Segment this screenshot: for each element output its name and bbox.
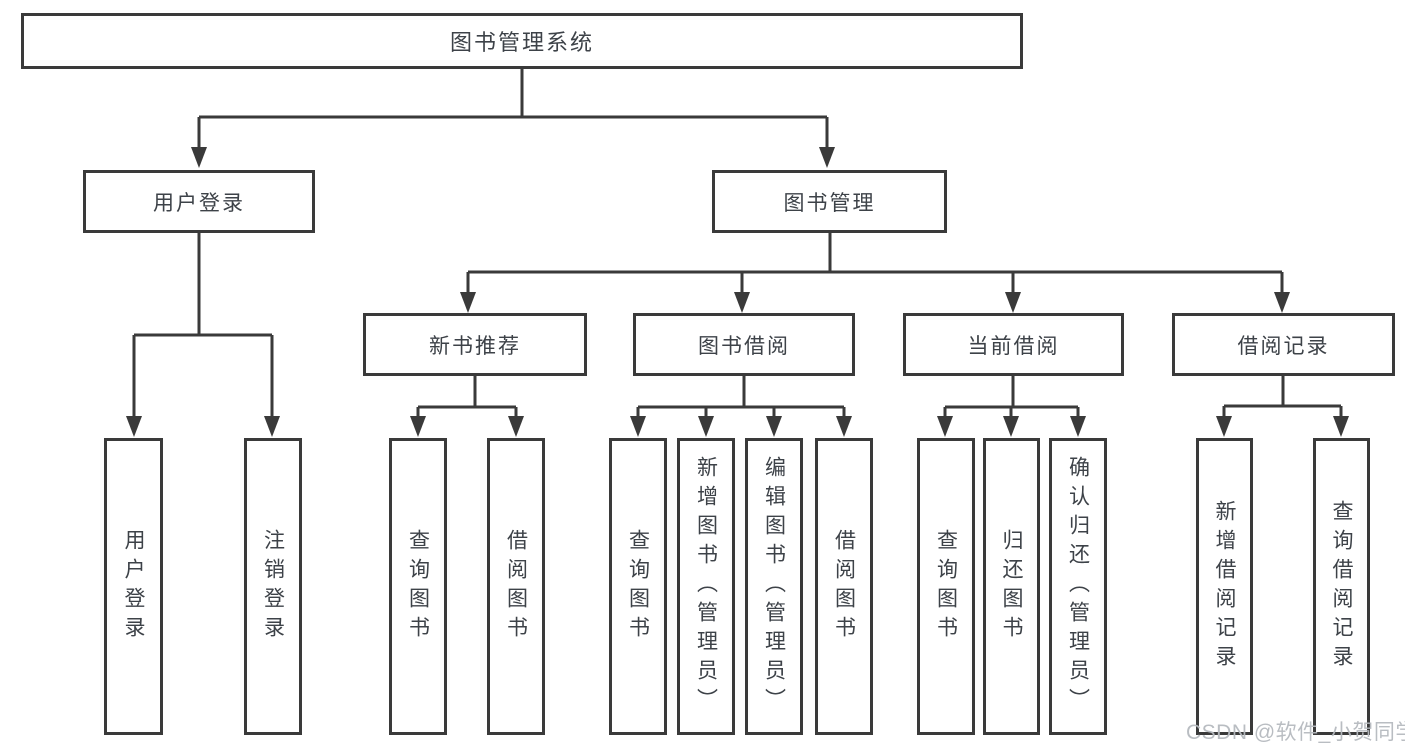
leaf-bb-add-books-admin-label: 新增图书（管理员） <box>694 456 718 717</box>
node-new-book-recommend: 新书推荐 <box>363 313 587 376</box>
leaf-bb-borrow-books-label: 借阅图书 <box>832 528 856 645</box>
node-current-borrow: 当前借阅 <box>903 313 1124 376</box>
node-root: 图书管理系统 <box>21 13 1023 69</box>
leaf-bb-query-books: 查询图书 <box>609 438 667 735</box>
leaf-br-add-record: 新增借阅记录 <box>1196 438 1253 735</box>
leaf-bb-edit-books-admin: 编辑图书（管理员） <box>745 438 803 735</box>
leaf-nbr-query-books: 查询图书 <box>389 438 447 735</box>
node-book-management: 图书管理 <box>712 170 947 233</box>
leaf-user-login-label: 用户登录 <box>122 528 145 645</box>
leaf-logout-label: 注销登录 <box>261 528 285 645</box>
node-book-borrow: 图书借阅 <box>633 313 855 376</box>
leaf-logout: 注销登录 <box>244 438 302 735</box>
node-borrow-records: 借阅记录 <box>1172 313 1395 376</box>
node-user-login: 用户登录 <box>83 170 315 233</box>
leaf-cb-query-books: 查询图书 <box>917 438 975 735</box>
leaf-nbr-query-books-label: 查询图书 <box>406 528 430 645</box>
leaf-cb-query-books-label: 查询图书 <box>934 528 958 645</box>
leaf-nbr-borrow-books-label: 借阅图书 <box>504 528 528 645</box>
leaf-cb-return-books-label: 归还图书 <box>1000 528 1023 645</box>
watermark-text: CSDN @软件_小贺同学 <box>1186 721 1405 744</box>
leaf-br-add-record-label: 新增借阅记录 <box>1213 499 1236 674</box>
leaf-cb-confirm-return-admin: 确认归还（管理员） <box>1049 438 1107 735</box>
leaf-bb-query-books-label: 查询图书 <box>626 528 650 645</box>
leaf-cb-confirm-return-admin-label: 确认归还（管理员） <box>1066 456 1090 717</box>
leaf-br-query-record: 查询借阅记录 <box>1313 438 1370 735</box>
leaf-cb-return-books: 归还图书 <box>983 438 1040 735</box>
leaf-user-login: 用户登录 <box>104 438 163 735</box>
leaf-bb-add-books-admin: 新增图书（管理员） <box>677 438 735 735</box>
leaf-bb-borrow-books: 借阅图书 <box>815 438 873 735</box>
leaf-bb-edit-books-admin-label: 编辑图书（管理员） <box>762 456 786 717</box>
leaf-nbr-borrow-books: 借阅图书 <box>487 438 545 735</box>
leaf-br-query-record-label: 查询借阅记录 <box>1330 499 1353 674</box>
